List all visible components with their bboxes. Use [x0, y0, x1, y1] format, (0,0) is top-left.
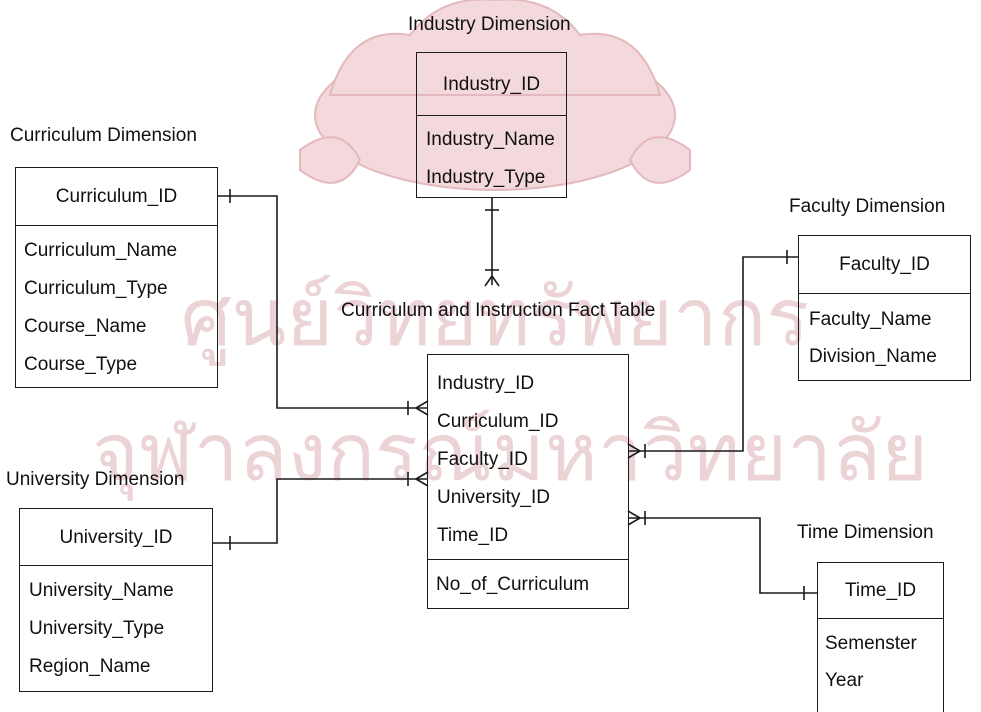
industry-attr: Industry_Name: [426, 129, 555, 150]
industry-pk: Industry_ID: [417, 53, 566, 116]
curriculum-dimension-table: Curriculum_ID Curriculum_Name Curriculum…: [15, 167, 218, 388]
link-fact-faculty: [627, 250, 799, 459]
curriculum-attributes: Curriculum_Name Curriculum_Type Course_N…: [16, 226, 217, 384]
time-attr: Semenster: [825, 633, 917, 654]
time-attributes: Semenster Year: [818, 619, 943, 699]
university-attributes: University_Name University_Type Region_N…: [20, 566, 212, 686]
watermark-line-1: ศูนย์วิทยทรัพยากร: [181, 271, 810, 366]
curriculum-dimension-title: Curriculum Dimension: [10, 125, 197, 146]
industry-attr: Industry_Type: [426, 167, 546, 188]
curriculum-pk: Curriculum_ID: [16, 168, 217, 226]
faculty-attr: Faculty_Name: [809, 309, 932, 330]
fact-table: Industry_ID Curriculum_ID Faculty_ID Uni…: [427, 354, 629, 609]
curriculum-attr: Course_Name: [24, 316, 147, 337]
university-attr: University_Type: [29, 618, 165, 639]
industry-dimension-table: Industry_ID Industry_Name Industry_Type: [416, 52, 567, 198]
university-attr: University_Name: [29, 580, 174, 601]
faculty-attr: Division_Name: [809, 346, 937, 367]
faculty-attributes: Faculty_Name Division_Name: [799, 294, 970, 375]
link-university-fact: [213, 471, 429, 550]
time-pk: Time_ID: [818, 563, 943, 619]
fact-key: Faculty_ID: [437, 449, 528, 470]
time-dimension-title: Time Dimension: [797, 522, 934, 543]
faculty-dimension-title: Faculty Dimension: [789, 196, 946, 217]
industry-dimension-title: Industry Dimension: [408, 14, 571, 35]
link-fact-time: [627, 510, 818, 600]
faculty-dimension-table: Faculty_ID Faculty_Name Division_Name: [798, 235, 971, 381]
fact-measure: No_of_Curriculum: [436, 574, 590, 595]
university-attr: Region_Name: [29, 656, 151, 677]
curriculum-attr: Curriculum_Type: [24, 278, 168, 299]
curriculum-attr: Course_Type: [24, 354, 138, 375]
industry-attributes: Industry_Name Industry_Type: [417, 116, 566, 197]
university-pk: University_ID: [20, 509, 212, 566]
fact-key: Time_ID: [437, 525, 509, 546]
fact-measures: No_of_Curriculum: [428, 560, 628, 604]
link-curriculum-fact: [217, 189, 429, 416]
fact-key: Industry_ID: [437, 373, 535, 394]
time-dimension-table: Time_ID Semenster Year: [817, 562, 944, 712]
fact-key: Curriculum_ID: [437, 411, 559, 432]
curriculum-attr: Curriculum_Name: [24, 240, 178, 261]
link-industry-fact: [484, 198, 500, 287]
time-attr: Year: [825, 670, 864, 691]
fact-key: University_ID: [437, 487, 550, 508]
university-dimension-table: University_ID University_Name University…: [19, 508, 213, 692]
fact-table-title: Curriculum and Instruction Fact Table: [341, 300, 656, 321]
faculty-pk: Faculty_ID: [799, 236, 970, 294]
university-dimension-title: University Dimension: [6, 469, 185, 490]
watermark-line-2: จุฬาลงกรณ์มหาวิทยาลัย: [92, 406, 928, 501]
fact-keys: Industry_ID Curriculum_ID Faculty_ID Uni…: [428, 355, 628, 560]
